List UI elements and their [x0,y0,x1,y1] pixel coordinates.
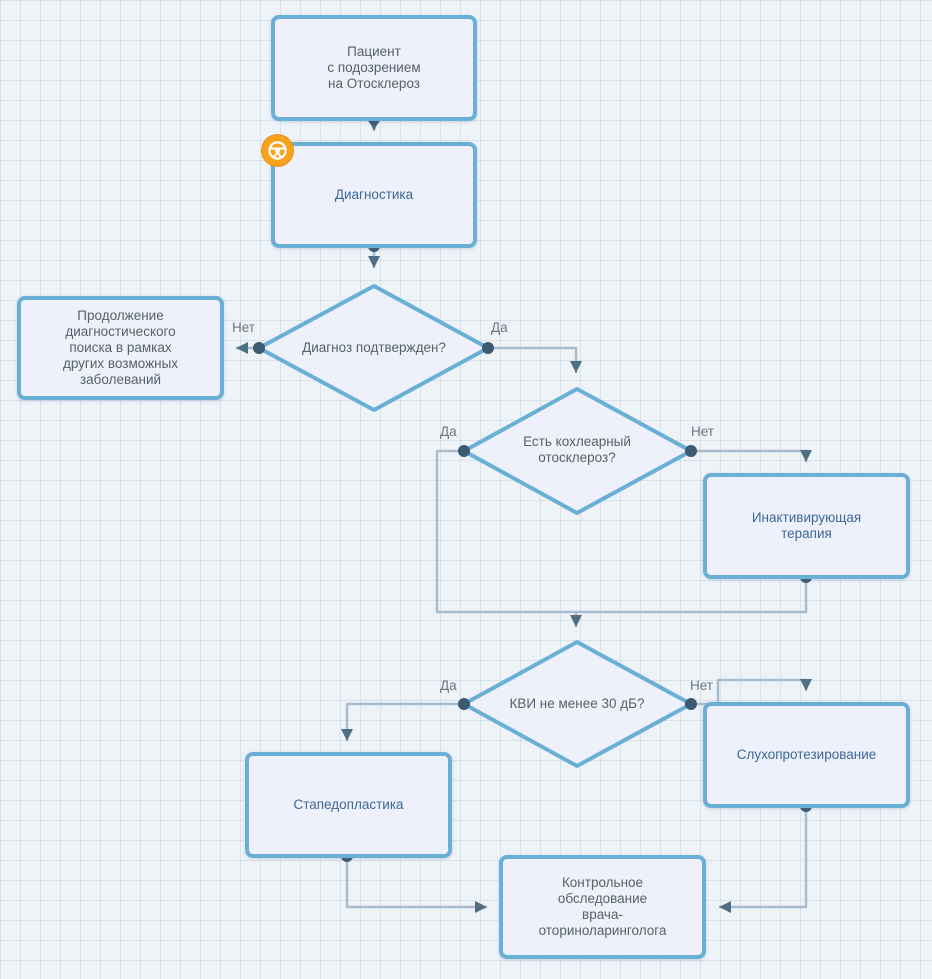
label-no: Нет [690,678,713,693]
decision-kvi-30db-text: КВИ не менее 30 дБ? [509,696,645,711]
connector-therapy-to-decision3 [576,577,808,614]
decision-kvi-30db[interactable] [462,640,693,768]
port [685,445,697,457]
node-hearing-aids[interactable]: Слухопротезирование [703,702,910,808]
connector-decision2-no [691,449,812,462]
label-no: Нет [691,424,714,439]
node-followup[interactable]: Контрольное обследование врача- оторинол… [499,855,706,959]
connector-decision1-yes [488,346,582,373]
node-stapedoplasty[interactable]: Стапедопластика [245,752,452,858]
label-yes: Да [440,678,457,693]
label-no: Нет [232,320,255,335]
decision-cochlear-otosclerosis[interactable] [462,387,693,515]
port [458,445,470,457]
port [253,342,265,354]
connector-decision3-yes [341,702,464,741]
steering-wheel-icon [268,141,287,160]
decision-diagnosis-confirmed[interactable] [257,284,490,412]
connector-stapedoplasty-to-followup [345,856,487,913]
node-continue-search[interactable]: Продолжение диагностического поиска в ра… [17,296,224,400]
label-yes: Да [440,424,457,439]
port [482,342,494,354]
steering-wheel-icon[interactable] [262,135,293,166]
node-diagnostics[interactable]: Диагностика [271,142,477,248]
node-inactivating-therapy[interactable]: Инактивирующая терапия [703,473,910,579]
connector-decision2-yes [435,449,582,627]
connector-hearing-aids-to-followup [719,806,808,913]
port [458,698,470,710]
decision-cochlear-otosclerosis-text: Есть кохлеарный отосклероз? [523,434,631,465]
port [685,698,697,710]
decision-diagnosis-confirmed-text: Диагноз подтвержден? [302,340,446,355]
node-patient[interactable]: Пациент с подозрением на Отосклероз [271,15,477,121]
label-yes: Да [491,320,508,335]
